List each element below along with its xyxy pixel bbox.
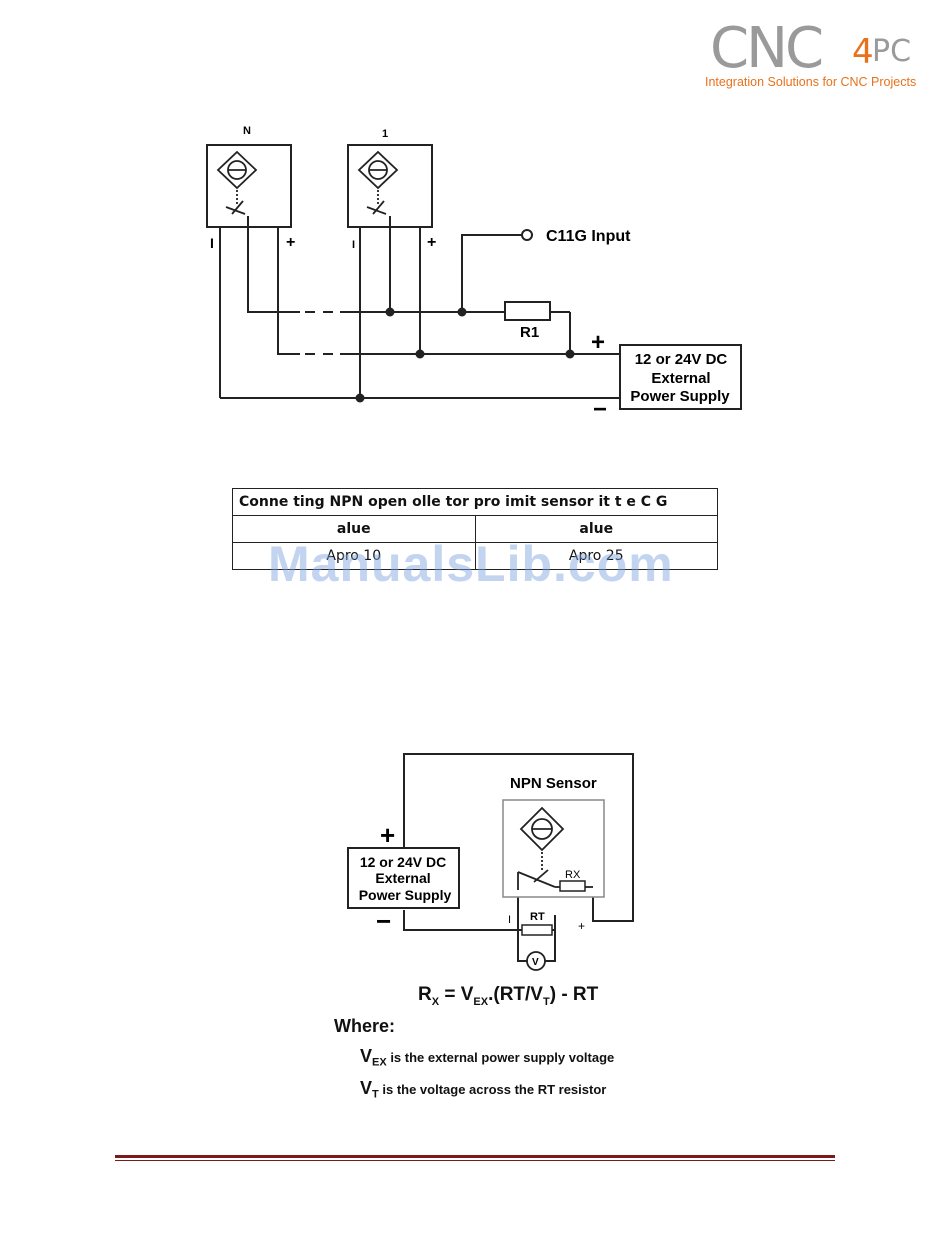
formula-rx-sub: X: [431, 995, 440, 1008]
sensor-1-label: 1: [382, 128, 388, 140]
supply2-minus: −: [376, 906, 391, 936]
power-supply-box: [619, 344, 742, 410]
supply2-plus: +: [380, 820, 395, 850]
supply2-line3: Power Supply: [359, 887, 452, 903]
logo-brand-suffix: PC: [872, 34, 912, 69]
rx-formula: RX = VEX.(RT/VT) - RT: [418, 984, 598, 1008]
sensor-n-symbol: [216, 150, 258, 215]
where-vt-text: is the voltage across the RT resistor: [378, 1082, 607, 1097]
formula-rx: R: [418, 984, 432, 1005]
c11g-input-label: C11G Input: [546, 228, 631, 245]
where-vex-symbol: V: [360, 1046, 373, 1066]
formula-vt-sub: T: [542, 995, 550, 1008]
sensor-n-minus: I: [210, 235, 214, 251]
supply-line3: Power Supply: [630, 388, 730, 405]
watermark: ManualsLib.com: [268, 536, 674, 592]
supply-line1: 12 or 24V DC: [635, 351, 728, 368]
where-line-vt: VT is the voltage across the RT resistor: [360, 1078, 606, 1101]
sensor-1-symbol: [357, 150, 399, 215]
table-cell: Apro 25: [474, 542, 718, 570]
sensor-1-box: [347, 144, 433, 228]
where-vt-sub: T: [372, 1088, 379, 1101]
formula-eq: = V: [439, 984, 474, 1005]
formula-vex-sub: EX: [473, 995, 489, 1008]
cnc4pc-logo: CNC 4 PC Integration Solutions for CNC P…: [700, 12, 930, 92]
npn-wiring-diagram: N 1 I + I + C11G Input R1 + − 12 or 24V …: [206, 125, 742, 423]
where-vt-symbol: V: [360, 1078, 373, 1098]
npn-sensor-rx-diagram: V 12 or 24V DC External Power Supply NPN…: [347, 753, 634, 971]
npn-sensor-symbol: [517, 806, 593, 890]
resistor-r1-label: R1: [520, 324, 539, 341]
table-header-cell: alue: [232, 515, 476, 543]
supply2-line2: External: [375, 870, 430, 886]
table-title: Conne ting NPN open olle tor pro imit se…: [232, 488, 718, 516]
where-vex-text: is the external power supply voltage: [386, 1050, 615, 1065]
rx-label: RX: [565, 869, 581, 881]
supply-line2: External: [651, 370, 710, 387]
where-vex-sub: EX: [372, 1056, 387, 1069]
sensor-n-box: [206, 144, 292, 228]
voltmeter-label: V: [532, 957, 539, 968]
power-supply-box-2: [347, 847, 460, 909]
sensor-1-minus: I: [352, 239, 355, 251]
voltmeter-icon: [526, 951, 546, 971]
sensor-n-label: N: [243, 125, 251, 137]
supply2-line1: 12 or 24V DC: [360, 854, 446, 870]
wires: [219, 216, 620, 399]
formula-tail: ) - RT: [549, 984, 599, 1005]
formula-mid: .(RT/V: [488, 984, 543, 1005]
resistor-rt: [521, 924, 553, 936]
table-header-cell: alue: [474, 515, 718, 543]
input-terminal: [521, 229, 533, 241]
pin-plus-label: +: [578, 919, 585, 933]
resistor-rx: [559, 880, 586, 892]
pin-minus-label: I: [508, 914, 511, 926]
logo-brand: CNC: [710, 16, 824, 81]
junctions: [355, 307, 575, 403]
logo-tagline: Integration Solutions for CNC Projects: [705, 75, 917, 89]
npn-sensor-table: Conne ting NPN open olle tor pro imit se…: [232, 488, 718, 570]
where-line-vex: VEX is the external power supply voltage: [360, 1046, 614, 1069]
footer-divider: [115, 1155, 835, 1161]
table-cell: Apro 10: [232, 542, 476, 570]
rt-label: RT: [530, 911, 545, 923]
sensor-1-plus: +: [427, 234, 436, 251]
logo-brand-number: 4: [852, 32, 874, 72]
resistor-r1: [504, 301, 551, 321]
where-title: Where:: [334, 1016, 396, 1036]
supply-minus: −: [593, 396, 607, 423]
npn-sensor-box: [502, 799, 605, 898]
supply-plus: +: [591, 329, 605, 356]
sensor-n-plus: +: [286, 234, 295, 251]
npn-sensor-title: NPN Sensor: [510, 775, 597, 792]
